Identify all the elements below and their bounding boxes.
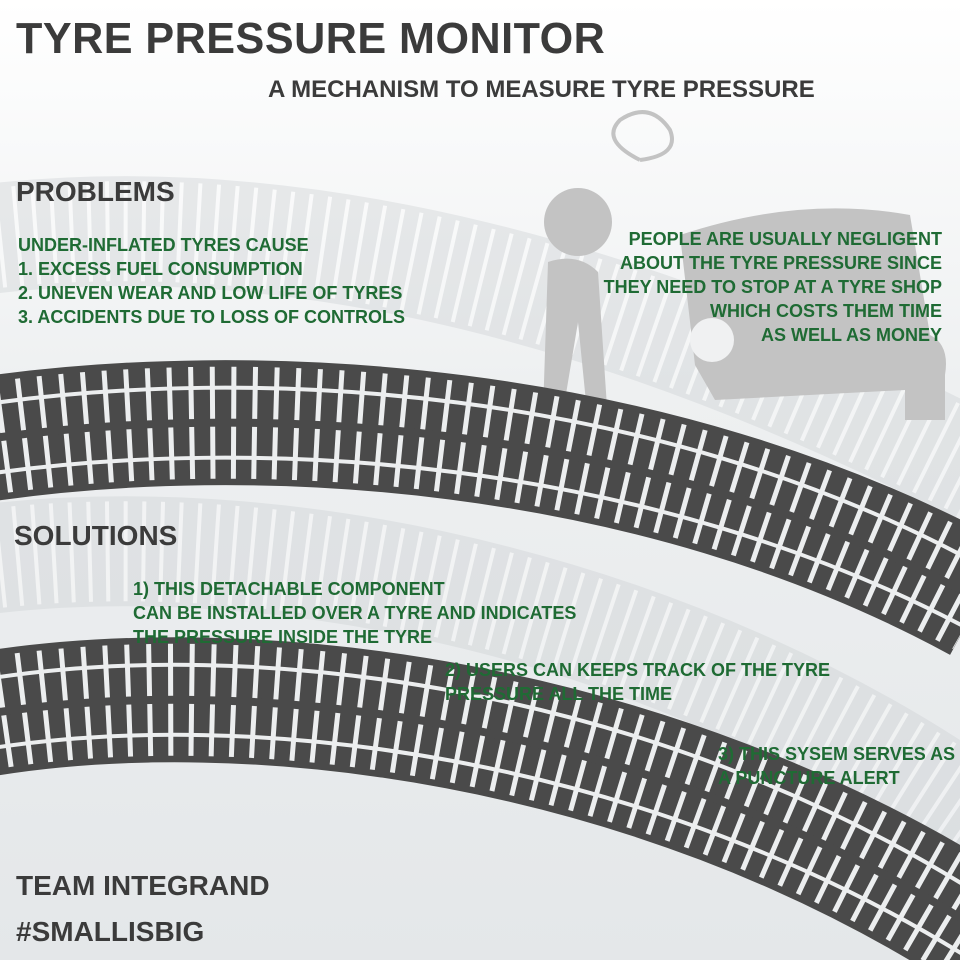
solution-line: 3) This sysem serves as: [718, 744, 956, 764]
explanation-line: People are usually negligent: [628, 229, 942, 249]
solution-item-2: 2) Users can keeps track of the tyre pre…: [445, 658, 830, 706]
tyre-track-lower: [0, 637, 960, 960]
solution-item-1: 1) This detachable component can be inst…: [133, 577, 576, 649]
solution-line: the pressure inside the tyre: [133, 627, 433, 647]
explanation-line: as well as money: [760, 325, 942, 345]
problems-list: Under-inflated tyres cause 1. Excess fue…: [18, 233, 405, 329]
problems-heading: Problems: [16, 176, 175, 207]
hashtag: #smallisbig: [16, 916, 205, 947]
solution-line: can be installed over a tyre and indicat…: [133, 603, 577, 623]
explanation-line: which costs them time: [710, 301, 942, 321]
explanation-line: about the tyre pressure since: [619, 253, 942, 273]
page-subtitle: A mechanism to measure tyre pressure: [268, 76, 815, 103]
solution-line: pressure all the time: [445, 684, 673, 704]
solution-line: 1) This detachable component: [133, 579, 445, 599]
faint-tyre-track: [0, 176, 960, 865]
problem-line: Under-inflated tyres cause: [18, 235, 309, 255]
page-title: Tyre Pressure Monitor: [16, 14, 606, 63]
solution-line: 2) Users can keeps track of the tyre: [445, 660, 831, 680]
solution-line: a puncture alert: [718, 768, 900, 788]
solution-item-3: 3) This sysem serves as a puncture alert: [718, 742, 955, 790]
explanation-line: they need to stop at a tyre shop: [603, 277, 942, 297]
problem-explanation: People are usually negligent about the t…: [604, 227, 942, 347]
solutions-heading: Solutions: [14, 520, 178, 551]
team-name: Team Integrand: [16, 870, 270, 901]
problem-line: 2. Uneven wear and low life of tyres: [18, 283, 403, 303]
problem-line: 3. Accidents due to loss of controls: [18, 307, 406, 327]
tyre-track-upper: [0, 360, 960, 655]
problem-line: 1. Excess fuel consumption: [18, 259, 303, 279]
frustrated-person-car-icon: [543, 110, 946, 422]
